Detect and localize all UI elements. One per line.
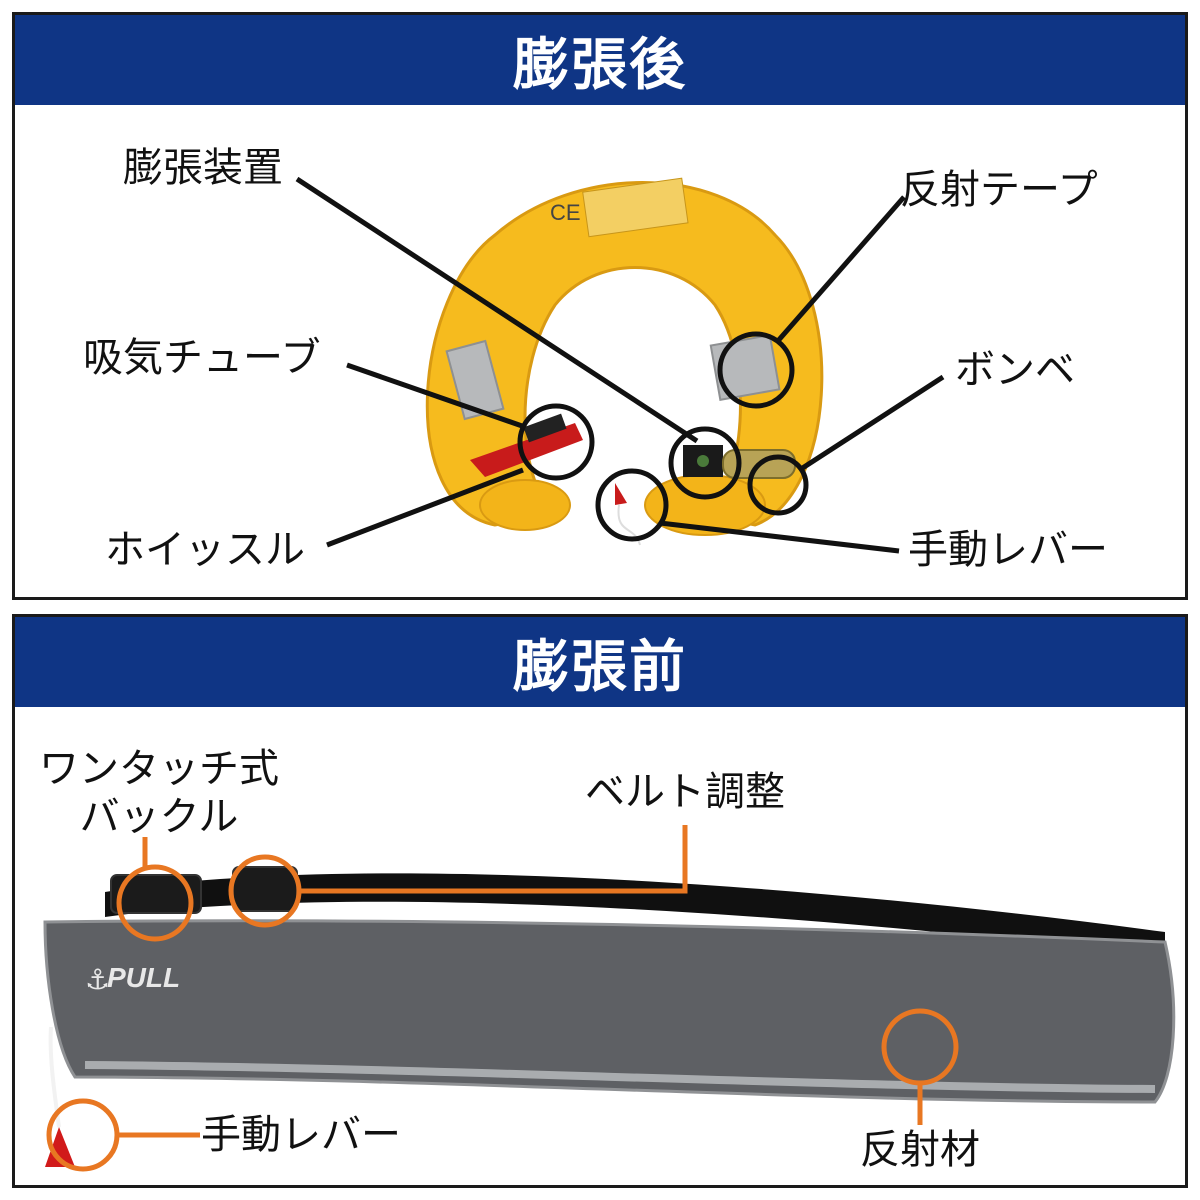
ce-mark: CE <box>550 200 581 225</box>
label-buckle: ワンタッチ式 バックル <box>39 745 279 841</box>
label-belt-adjust: ベルト調整 <box>585 769 785 815</box>
leader-cylinder <box>799 374 945 472</box>
label-whistle: ホイッスル <box>105 527 305 573</box>
leader-whistle <box>326 467 524 548</box>
leader-lines <box>295 176 945 554</box>
panel-after-inflation: 膨張後 CE <box>12 12 1188 600</box>
callout-circles <box>517 331 809 542</box>
belt-strap <box>105 873 1165 957</box>
inflated-vest-illustration: CE <box>295 176 945 554</box>
belt-pack-illustration: PULL ⚓ <box>43 825 1176 1172</box>
callout-buckle <box>116 864 194 942</box>
manual-lever-bead <box>45 1127 75 1167</box>
label-manual-lever-before: 手動レバー <box>201 1112 401 1158</box>
callout-belt-adjust <box>228 854 302 928</box>
callout-inflator <box>668 426 742 500</box>
anchor-icon: ⚓ <box>85 963 110 996</box>
orange-callouts <box>46 854 959 1172</box>
orange-leaders <box>117 825 923 1138</box>
belt-adjuster-shape <box>232 866 298 912</box>
callout-reflective-tape <box>717 331 795 409</box>
leader-inflator <box>295 176 699 444</box>
buckle-shape <box>110 874 202 914</box>
label-buckle-line1: ワンタッチ式 <box>39 746 279 792</box>
label-manual-lever: 手動レバー <box>908 527 1108 573</box>
callout-cylinder <box>747 454 809 516</box>
pull-cord <box>48 1026 61 1128</box>
section-title-before: 膨張前 <box>15 617 1185 707</box>
inflated-collar: CE <box>425 177 824 546</box>
reflective-band <box>84 1061 1156 1093</box>
leader-manual-lever <box>659 520 900 554</box>
manual-lever-shape <box>615 483 627 505</box>
belt-pouch <box>43 919 1176 1104</box>
callout-manual-lever <box>595 468 669 542</box>
label-reflective-material: 反射材 <box>860 1127 980 1173</box>
leader-belt-adjust <box>301 825 688 894</box>
whistle-shape <box>470 423 583 477</box>
leader-oral-tube <box>346 362 526 430</box>
before-stage: PULL ⚓ ワンタッチ式 バックル ベルト調整 手動レバ <box>15 707 1185 1185</box>
label-oral-tube: 吸気チューブ <box>83 335 321 381</box>
oral-tube-shape <box>523 413 567 443</box>
panel-before-inflation: 膨張前 PULL ⚓ <box>12 614 1188 1188</box>
label-buckle-line2: バックル <box>79 794 239 840</box>
leader-reflective-tape <box>775 195 906 344</box>
label-reflective-tape: 反射テープ <box>900 167 1098 213</box>
section-title-after: 膨張後 <box>15 15 1185 105</box>
label-inflator: 膨張装置 <box>123 145 283 191</box>
after-stage: CE <box>15 105 1185 597</box>
label-cylinder: ボンベ <box>955 347 1075 393</box>
callout-oral-tube <box>517 403 595 481</box>
brand-pull: PULL <box>107 962 180 993</box>
